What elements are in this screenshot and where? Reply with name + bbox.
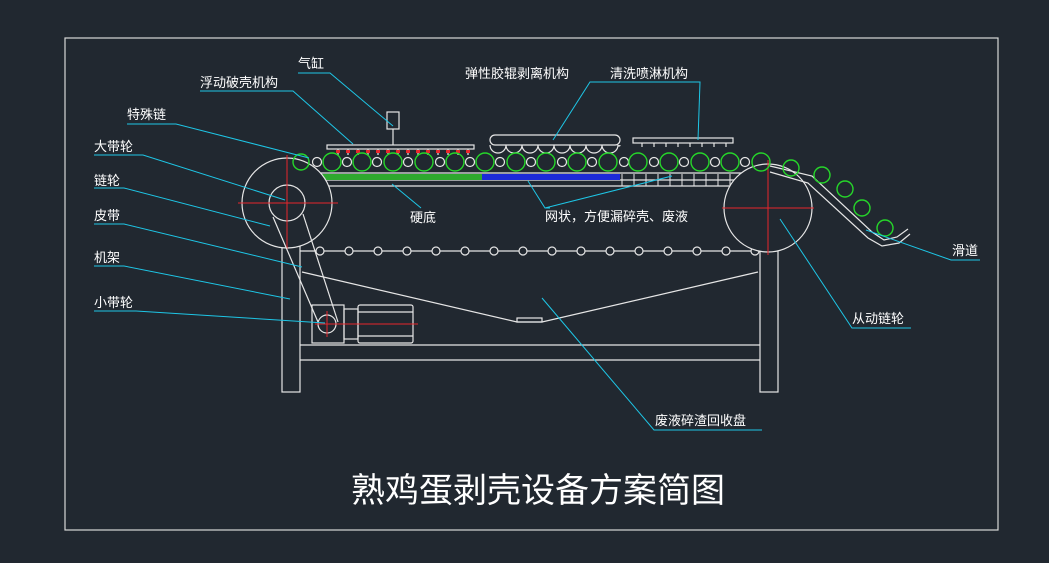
machine-frame xyxy=(281,239,779,393)
driven-sprocket-assembly xyxy=(722,160,814,255)
air-cylinder xyxy=(386,111,400,130)
label-small-pulley: 小带轮 xyxy=(94,296,133,311)
label-belt: 皮带 xyxy=(94,209,120,224)
drawing-border xyxy=(64,37,999,531)
spray-mechanism xyxy=(632,137,734,147)
label-floating-crack: 浮动破壳机构 xyxy=(200,76,278,91)
leader-lines xyxy=(94,72,980,431)
eggs-on-conveyor xyxy=(292,152,771,172)
label-special-chain: 特殊链 xyxy=(127,108,166,123)
slide-chute xyxy=(769,165,911,247)
label-driven-sprocket: 从动链轮 xyxy=(852,312,904,327)
labels: 气缸 浮动破壳机构 特殊链 大带轮 链轮 皮带 机架 小带轮 弹性胶辊剥离机构 … xyxy=(94,56,978,429)
label-hard-bottom: 硬底 xyxy=(410,210,436,226)
label-rubber-roller: 弹性胶辊剥离机构 xyxy=(465,66,569,82)
drive-sprocket-assembly xyxy=(238,155,338,250)
special-chain-bottom-run xyxy=(300,246,760,256)
label-mesh: 网状，方便漏碎壳、废液 xyxy=(545,209,688,225)
label-slide: 滑道 xyxy=(952,244,978,259)
label-waste-tray: 废液碎渣回收盘 xyxy=(655,413,746,429)
conveyor-bed xyxy=(318,172,765,187)
hard-bottom-plate xyxy=(322,174,482,180)
rubber-roller-mechanism xyxy=(489,134,621,154)
belt-drive xyxy=(272,213,418,344)
mesh-bottom-plate xyxy=(482,174,620,180)
floating-crack-mechanism xyxy=(326,111,475,155)
diagram-title: 熟鸡蛋剥壳设备方案简图 xyxy=(351,471,725,511)
label-cylinder: 气缸 xyxy=(298,56,324,72)
waste-tray-outlet xyxy=(516,317,543,323)
label-sprocket: 链轮 xyxy=(94,174,120,189)
label-spray: 清洗喷淋机构 xyxy=(610,67,688,82)
frame-right-leg xyxy=(759,239,779,393)
waste-tray xyxy=(301,271,759,323)
waste-tray-outline xyxy=(301,271,759,323)
special-chain-top-run xyxy=(311,156,751,168)
label-frame: 机架 xyxy=(94,251,120,266)
eggs-on-slide xyxy=(782,159,894,237)
label-big-pulley: 大带轮 xyxy=(94,140,133,155)
